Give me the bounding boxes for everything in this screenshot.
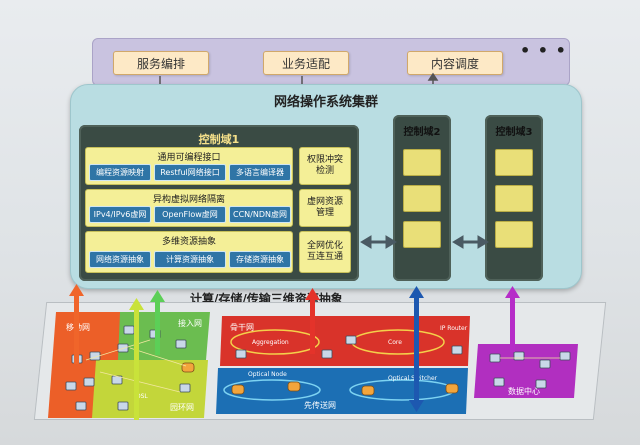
optical-router-node: [445, 383, 459, 394]
permission-conflict-box[interactable]: 权限冲突检测: [299, 147, 351, 185]
business-adaptation-button[interactable]: 业务适配: [263, 51, 349, 75]
global-optimization-box[interactable]: 全网优化互连互通: [299, 231, 351, 273]
mobile-device-node: [65, 381, 77, 391]
mobile-device-node: [75, 401, 87, 411]
content-scheduling-button[interactable]: 内容调度: [407, 51, 503, 75]
fiber-device-node: [179, 383, 191, 393]
chip-compute-abstraction[interactable]: 计算资源抽象: [154, 251, 226, 268]
application-layer-bar: 服务编排 业务适配 内容调度 • • •: [92, 38, 570, 86]
cluster-title: 网络操作系统集群: [273, 95, 378, 110]
purple-arrowhead-up: [505, 286, 520, 298]
optical-network-label: 先传送网: [304, 400, 336, 410]
optical-router-node: [361, 385, 375, 396]
mapping-arrows: [69, 284, 520, 420]
control-domain-3-title: 控制域3: [495, 127, 533, 138]
datacenter-server-node: [559, 351, 571, 361]
blue-arrowhead-up: [409, 286, 424, 298]
control-domain-3[interactable]: 控制域3: [485, 115, 543, 281]
access-device-node: [123, 325, 135, 335]
lime-arrow-shaft: [134, 308, 139, 420]
optical-ring-1: [223, 379, 321, 401]
access-network-region: [118, 312, 210, 360]
resource-abstraction-layer: 多维资源抽象 网络资源抽象 计算资源抽象 存储资源抽象: [85, 231, 293, 273]
layer-title: 异构虚拟网络隔离: [152, 195, 225, 205]
blue-arrow-shaft: [414, 296, 419, 402]
orange-arrow-shaft: [74, 294, 79, 364]
datacenter-server-node: [493, 377, 505, 387]
inter-domain-links: [360, 235, 489, 249]
control-domain-1-title: 控制域1: [198, 133, 240, 146]
chip-openflow-vnet[interactable]: OpenFlow虚网: [154, 206, 226, 223]
optical-router-node: [287, 381, 301, 392]
vnet-resource-box[interactable]: 虚网资源管理: [299, 189, 351, 227]
domain-2-slot: [403, 185, 441, 212]
core-label: Core: [388, 339, 402, 346]
red-arrowhead-up: [305, 288, 320, 300]
access-link: [129, 347, 187, 367]
purple-arrow-shaft: [510, 296, 515, 352]
programmable-interface-layer: 通用可编程接口 编程资源映射 Restful网络接口 多语言编译器: [85, 147, 293, 185]
link-2-3-head-left: [452, 235, 464, 249]
chip-network-abstraction[interactable]: 网络资源抽象: [89, 251, 151, 268]
chip-resource-mapping[interactable]: 编程资源映射: [89, 164, 151, 181]
link-1-2-head-left: [360, 235, 372, 249]
nos-cluster-panel: 网络操作系统集群 控制域1 通用可编程接口 编程资源映射 Restful网络接口…: [70, 84, 582, 289]
link-2-3-head-right: [477, 235, 489, 249]
green-arrow-shaft: [155, 300, 160, 355]
access-device-node: [175, 339, 187, 349]
optical-node-label-1: Optical Node: [248, 371, 287, 378]
backbone-network-label: 骨干网: [230, 323, 254, 332]
domain-3-slot: [495, 185, 533, 212]
chip-ccn-ndn-vnet[interactable]: CCN/NDN虚网: [229, 206, 291, 223]
chip-restful-interface[interactable]: Restful网络接口: [154, 164, 226, 181]
datacenter-server-node: [513, 351, 525, 361]
aggregation-ring: [230, 329, 320, 355]
dsl-label: DSL: [136, 393, 148, 400]
blue-arrowhead-down: [409, 400, 424, 412]
chip-storage-abstraction[interactable]: 存储资源抽象: [229, 251, 291, 268]
control-domain-1[interactable]: 控制域1 通用可编程接口 编程资源映射 Restful网络接口 多语言编译器 异…: [79, 125, 359, 281]
service-orchestration-button[interactable]: 服务编排: [113, 51, 209, 75]
fiber-network-label: 园环网: [170, 403, 194, 412]
aggregation-label: Aggregation: [252, 339, 289, 346]
backbone-device-node: [451, 345, 463, 355]
datacenter-server-node: [535, 379, 547, 389]
lime-arrowhead-up: [129, 298, 144, 310]
more-ellipsis: • • •: [520, 41, 567, 60]
red-arrow-shaft: [310, 298, 315, 354]
control-domain-2-title: 控制域2: [403, 127, 441, 138]
datacenter-server-node: [539, 359, 551, 369]
backbone-device-node: [321, 349, 333, 359]
datacenter-label: 数据中心: [508, 386, 540, 396]
control-domain-2[interactable]: 控制域2: [393, 115, 451, 281]
green-arrowhead-up: [150, 290, 165, 302]
access-router-node: [181, 362, 195, 373]
ip-router-label: IP Router: [440, 325, 468, 332]
access-network-label: 接入网: [178, 318, 202, 328]
chip-compiler[interactable]: 多语言编译器: [229, 164, 291, 181]
domain-2-slot: [403, 221, 441, 248]
domain-3-slot: [495, 221, 533, 248]
datacenter-server-node: [489, 353, 501, 363]
virtual-network-isolation-layer: 异构虚拟网络隔离 IPv4/IPv6虚网 OpenFlow虚网 CCN/NDN虚…: [85, 189, 293, 227]
access-device-node: [117, 343, 129, 353]
layer-title: 通用可编程接口: [157, 153, 221, 163]
mobile-device-node: [83, 377, 95, 387]
optical-node-label-2: Optical Switcher: [388, 375, 438, 382]
connector-arrowhead-3a: [427, 72, 439, 81]
orange-arrowhead-up: [69, 284, 84, 296]
fiber-link: [99, 371, 181, 393]
backbone-device-node: [345, 335, 357, 345]
fiber-device-node: [117, 401, 129, 411]
mobile-link: [85, 339, 151, 361]
domain-3-slot: [495, 149, 533, 176]
link-1-2-head-right: [385, 235, 397, 249]
chip-ipv4-ipv6-vnet[interactable]: IPv4/IPv6虚网: [89, 206, 151, 223]
layer-title: 多维资源抽象: [161, 237, 216, 247]
optical-router-node: [231, 384, 245, 395]
backbone-device-node: [235, 349, 247, 359]
domain-2-slot: [403, 149, 441, 176]
